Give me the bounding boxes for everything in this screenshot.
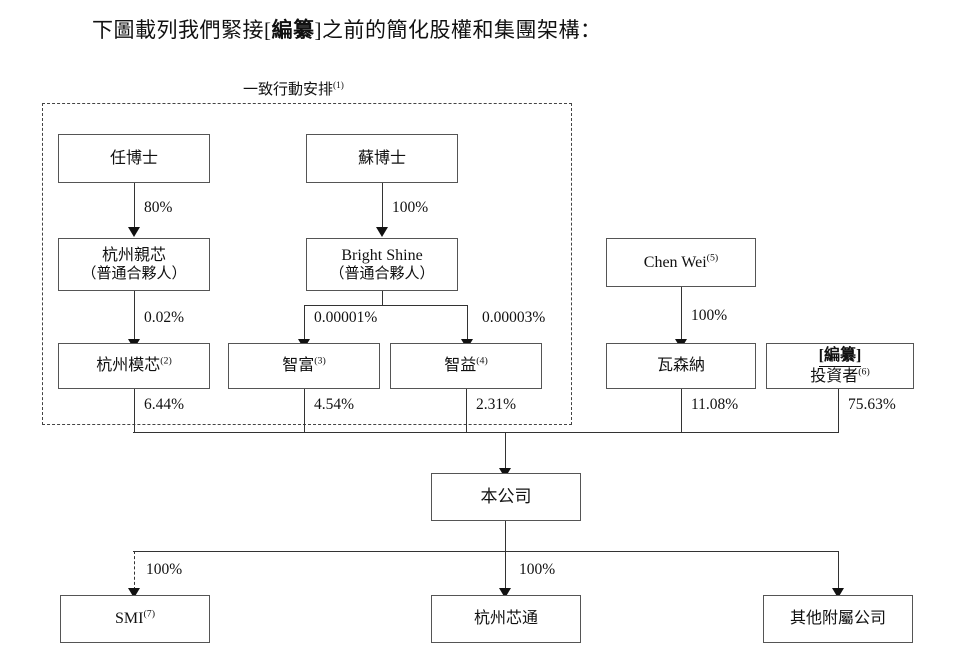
connector-brightshine-zhifu — [304, 305, 305, 341]
connector-brightshine-bus — [304, 305, 468, 306]
node-zhiyi[interactable]: 智益(4) — [390, 343, 542, 389]
node-su-label: 蘇博士 — [357, 149, 406, 167]
node-ren-label: 任博士 — [109, 149, 158, 167]
node-hangzhou-moxin[interactable]: 杭州模芯(2) — [58, 343, 210, 389]
node-hangzhou-xintong[interactable]: 杭州芯通 — [431, 595, 581, 643]
page-title-prefix: 下圖載列我們緊接[ — [92, 18, 272, 42]
percent-investor-company: 75.63% — [848, 396, 896, 413]
connector-bus-company — [505, 432, 506, 470]
connector-zhiyi-bus — [466, 389, 467, 432]
node-zhiyi-footnote: (4) — [476, 355, 488, 367]
connector-brightshine-stem — [382, 291, 383, 305]
node-smi-label: SMI(7) — [114, 608, 155, 628]
arrowhead-ren-qinxin — [128, 227, 140, 237]
node-hangzhou-moxin-label: 杭州模芯(2) — [96, 355, 172, 375]
percent-zhiyi-company: 2.31% — [476, 396, 517, 413]
node-chen-wei[interactable]: Chen Wei(5) — [606, 238, 756, 287]
node-smi[interactable]: SMI(7) — [60, 595, 210, 643]
node-chen-wei-footnote: (5) — [706, 252, 719, 264]
node-zhifu-label: 智富(3) — [282, 355, 326, 375]
node-company[interactable]: 本公司 — [431, 473, 581, 521]
percent-wasenna-company: 11.08% — [691, 396, 739, 413]
arrowhead-company-smi — [128, 588, 140, 598]
page-title-suffix: ]之前的簡化股權和集團架構： — [314, 18, 602, 42]
node-bright-shine-line2: （普通合夥人） — [329, 266, 435, 283]
arrowhead-su-brightshine — [376, 227, 388, 237]
node-hangzhou-moxin-footnote: (2) — [160, 355, 172, 367]
consortium-footnote: (1) — [333, 81, 344, 91]
connector-company-smi — [134, 551, 135, 590]
percent-company-smi: 100% — [146, 561, 183, 578]
connector-investor-bus — [838, 389, 839, 432]
node-hangzhou-xintong-label: 杭州芯通 — [473, 610, 538, 628]
node-zhifu[interactable]: 智富(3) — [228, 343, 380, 389]
connector-su-brightshine — [382, 183, 383, 229]
percent-moxin-company: 6.44% — [144, 396, 185, 413]
node-company-label: 本公司 — [480, 486, 532, 506]
node-ren[interactable]: 任博士 — [58, 134, 210, 183]
node-smi-footnote: (7) — [143, 608, 155, 620]
node-investor-footnote: (6) — [858, 366, 870, 378]
node-investor-redacted: [編纂] — [818, 346, 862, 367]
node-wasenna-label: 瓦森納 — [656, 357, 705, 375]
node-su[interactable]: 蘇博士 — [306, 134, 458, 183]
connector-company-xintong — [505, 551, 506, 590]
connector-chenwei-wasenna — [681, 287, 682, 341]
percent-qinxin-moxin: 0.02% — [144, 309, 185, 326]
node-other-subsidiaries[interactable]: 其他附屬公司 — [763, 595, 913, 643]
percent-brightshine-zhifu: 0.00001% — [314, 309, 378, 326]
percent-brightshine-zhiyi: 0.00003% — [482, 309, 546, 326]
connector-ren-qinxin — [134, 183, 135, 229]
connector-qinxin-moxin — [134, 291, 135, 341]
bus-line-to-company — [133, 432, 839, 433]
percent-company-xintong: 100% — [519, 561, 556, 578]
node-chen-wei-label: Chen Wei(5) — [643, 252, 719, 271]
percent-chenwei-wasenna: 100% — [691, 307, 728, 324]
node-hangzhou-qinxin-line1: 杭州親芯 — [101, 246, 166, 264]
node-bright-shine[interactable]: Bright Shine （普通合夥人） — [306, 238, 458, 291]
page-title: 下圖載列我們緊接[編纂]之前的簡化股權和集團架構： — [92, 14, 602, 44]
connector-brightshine-zhiyi — [467, 305, 468, 341]
consortium-label-text: 一致行動安排 — [243, 82, 334, 98]
consortium-label: 一致行動安排(1) — [243, 78, 344, 99]
node-investor[interactable]: [編纂] 投資者(6) — [766, 343, 914, 389]
page-title-redacted: 編纂 — [271, 18, 315, 42]
node-hangzhou-qinxin[interactable]: 杭州親芯 （普通合夥人） — [58, 238, 210, 291]
node-zhiyi-label: 智益(4) — [444, 355, 488, 375]
connector-company-other — [838, 551, 839, 590]
connector-wasenna-bus — [681, 389, 682, 432]
percent-zhifu-company: 4.54% — [314, 396, 355, 413]
arrowhead-company-xintong — [499, 588, 511, 598]
percent-ren-qinxin: 80% — [144, 199, 173, 216]
node-investor-line2: 投資者(6) — [810, 366, 870, 385]
connector-company-stem — [505, 521, 506, 551]
arrowhead-company-other — [832, 588, 844, 598]
percent-su-brightshine: 100% — [392, 199, 429, 216]
consortium-region — [42, 103, 572, 425]
node-bright-shine-line1: Bright Shine — [341, 246, 423, 264]
node-zhifu-footnote: (3) — [314, 355, 326, 367]
bus-line-subsidiaries — [133, 551, 839, 552]
connector-moxin-bus — [134, 389, 135, 432]
connector-zhifu-bus — [304, 389, 305, 432]
node-other-subsidiaries-label: 其他附屬公司 — [789, 610, 886, 628]
node-hangzhou-qinxin-line2: （普通合夥人） — [81, 266, 187, 283]
node-wasenna[interactable]: 瓦森納 — [606, 343, 756, 389]
